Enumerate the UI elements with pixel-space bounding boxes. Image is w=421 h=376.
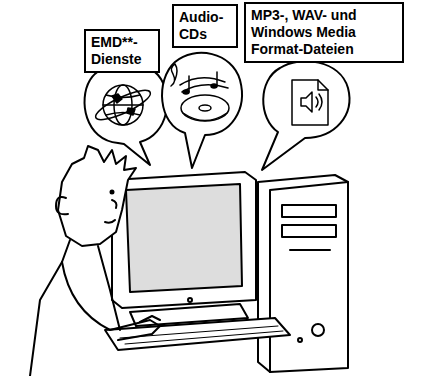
monitor <box>112 172 256 326</box>
box-label: Audio- CDs <box>179 9 231 43</box>
label-box: Audio- CDs <box>172 4 238 48</box>
speech-bubble <box>262 61 349 170</box>
document-icon <box>292 80 328 125</box>
cd-icon <box>171 64 229 121</box>
globe-icon <box>92 85 153 125</box>
keyboard <box>105 318 290 350</box>
person <box>30 146 160 376</box>
speech-bubble <box>162 53 242 168</box>
computer-tower <box>258 175 348 372</box>
box-label: MP3-, WAV- und Windows Media Format-Date… <box>251 7 397 58</box>
label-box: EMD**- Dienste <box>84 29 160 73</box>
box-label: EMD**- Dienste <box>91 34 153 68</box>
label-box: MP3-, WAV- und Windows Media Format-Date… <box>244 2 404 63</box>
